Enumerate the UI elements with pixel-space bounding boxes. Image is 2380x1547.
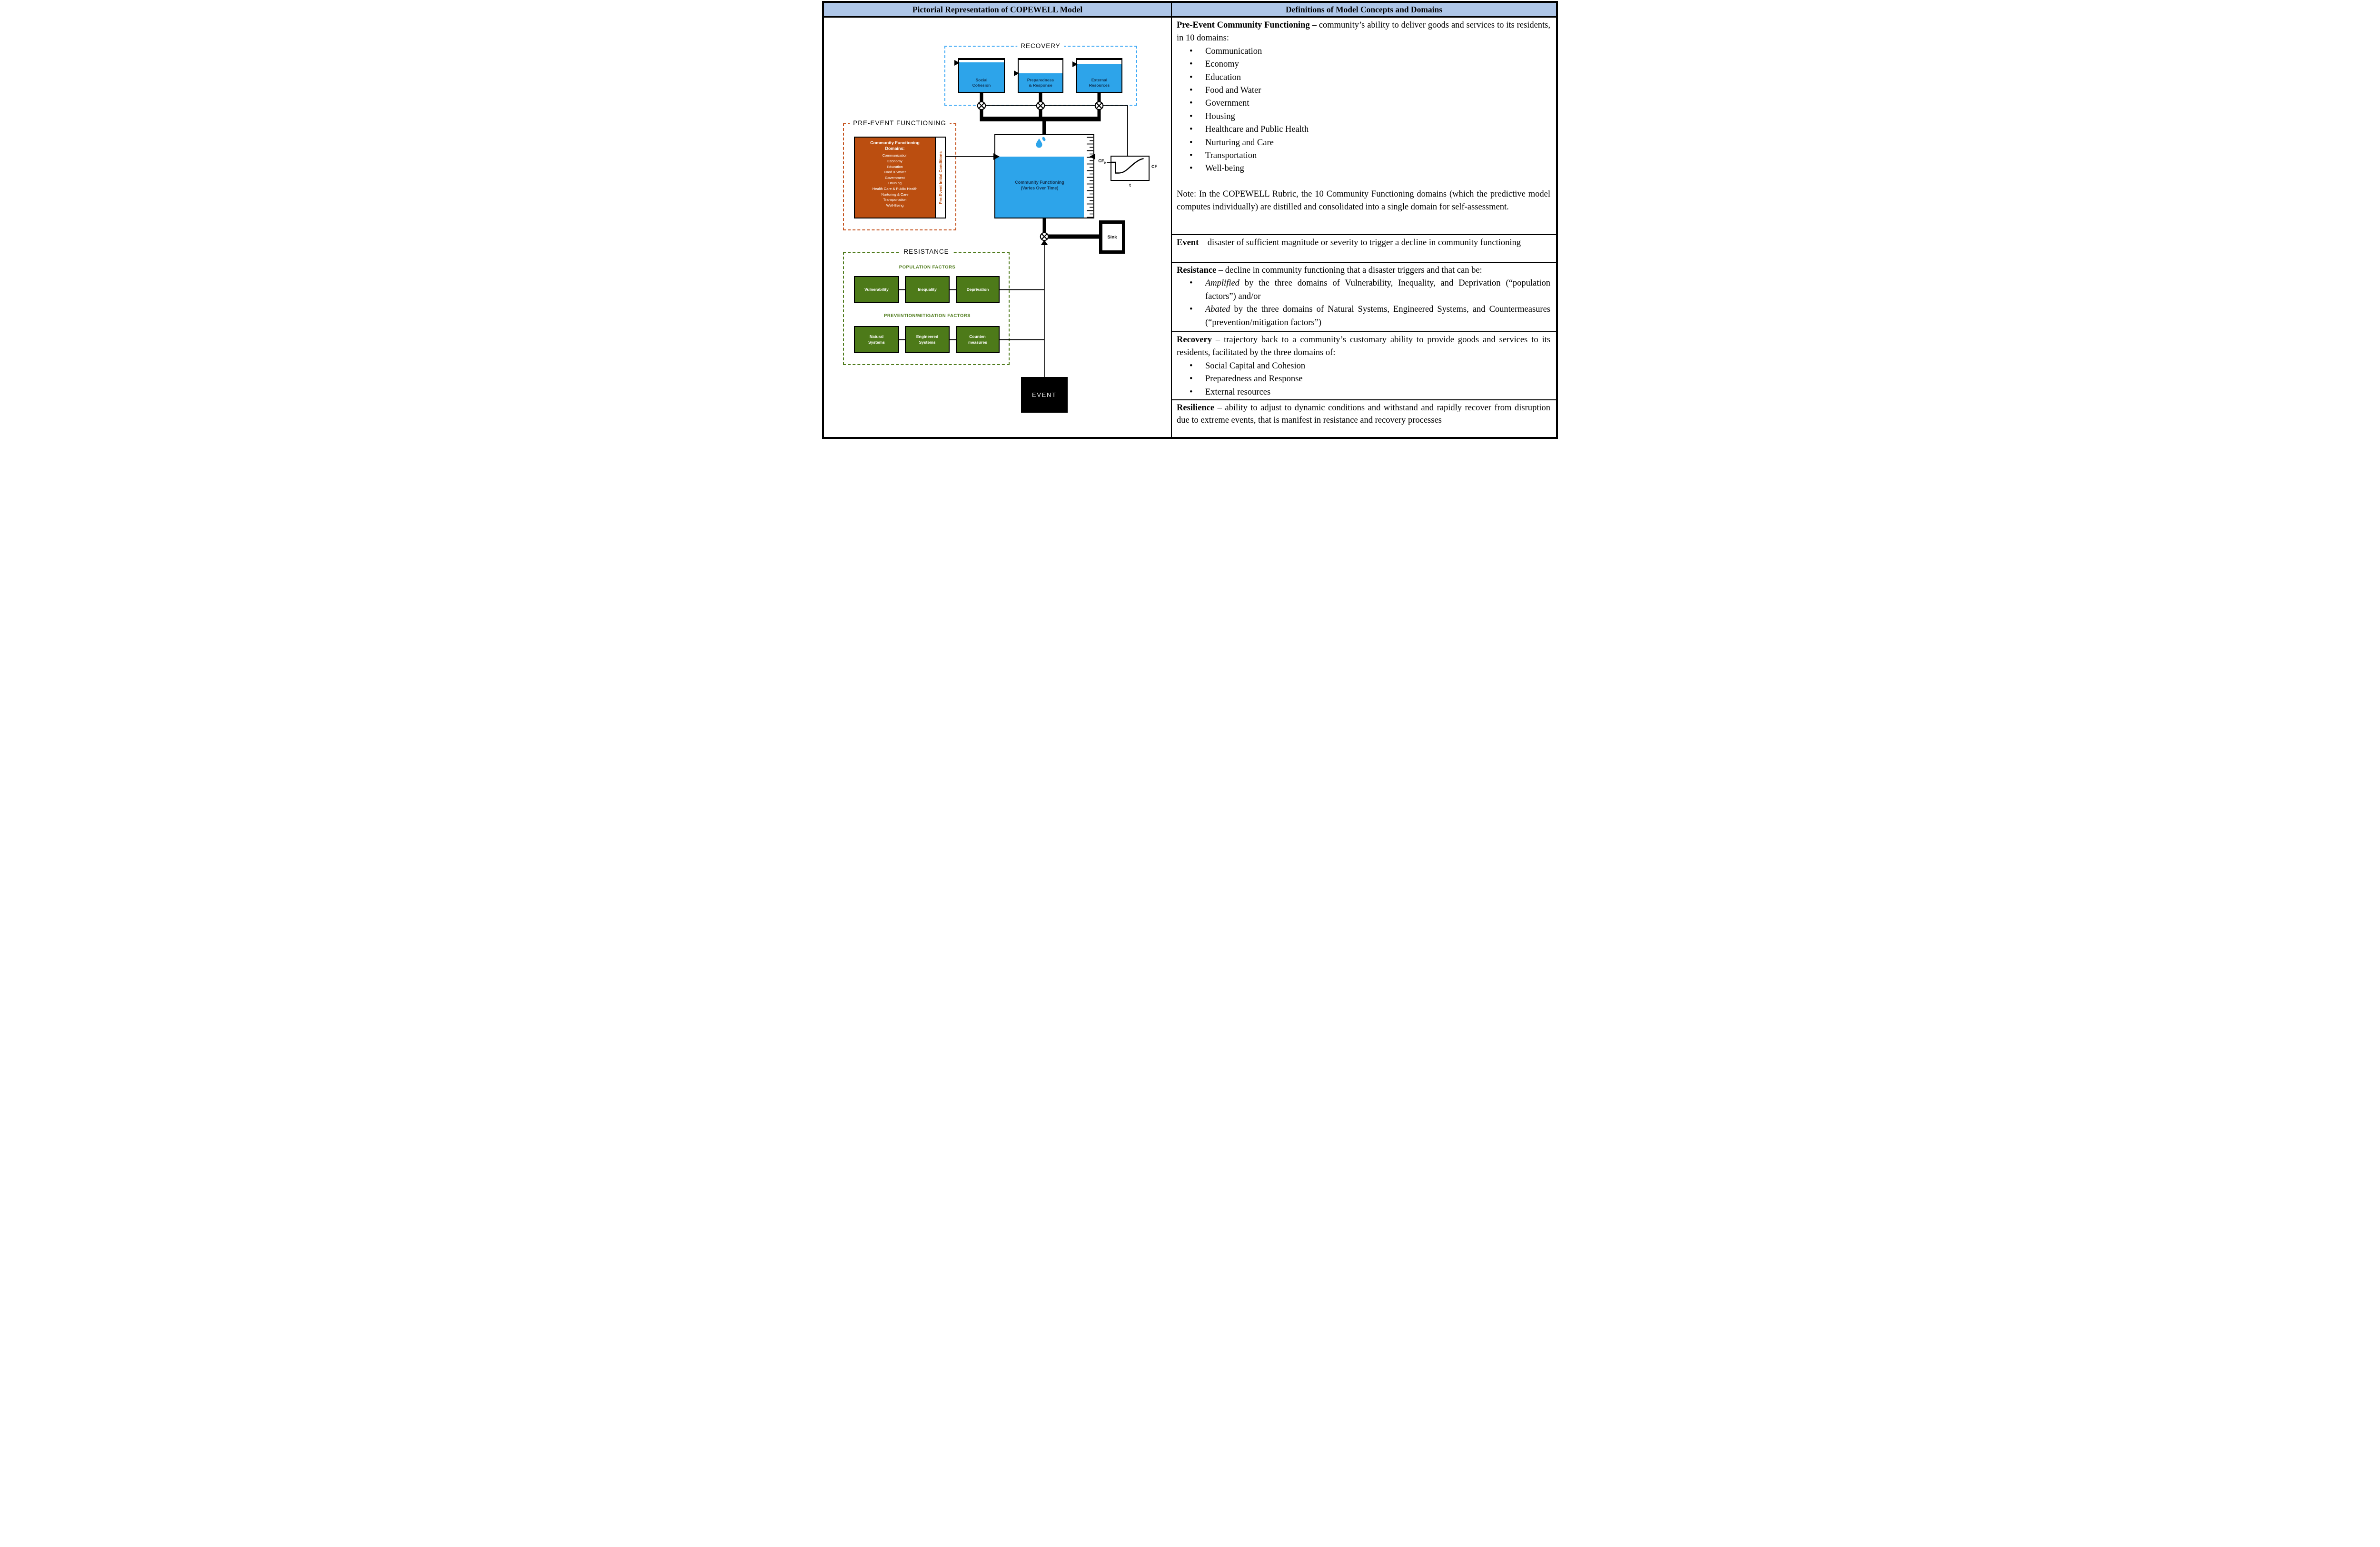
tank-label: External Resources xyxy=(1089,77,1110,88)
sink-label: Sink xyxy=(1107,234,1117,240)
event-label: EVENT xyxy=(1032,391,1057,398)
resistance-definition-text: Resistance – decline in community functi… xyxy=(1177,266,1482,275)
domain-item: Housing xyxy=(888,181,902,186)
domain-item: Transportation xyxy=(883,198,907,202)
recovery-bullet-list: Social Capital and Cohesion Preparedness… xyxy=(1177,360,1550,399)
header-left-title: Pictorial Representation of COPEWELL Mod… xyxy=(824,3,1172,16)
list-item: Abated by the three domains of Natural S… xyxy=(1177,303,1550,329)
domain-item: Education xyxy=(887,164,903,169)
domain-item: Well-Being xyxy=(886,203,904,208)
list-item: Transportation xyxy=(1177,149,1550,163)
pre-event-section-label: PRE-EVENT FUNCTIONING xyxy=(850,119,950,127)
tank-water-level xyxy=(995,156,1084,218)
box-engineered-systems: Engineered Systems xyxy=(905,326,950,353)
box-vulnerability: Vulnerability xyxy=(854,276,899,303)
community-functioning-tank: Community Functioning(Varies Over Time) xyxy=(994,134,1094,218)
cf0-axis-label: CF0 xyxy=(1098,159,1106,165)
box-inequality: Inequality xyxy=(905,276,950,303)
event-definition-text: Event – disaster of sufficient magnitude… xyxy=(1177,238,1521,248)
definition-resistance: Resistance – decline in community functi… xyxy=(1172,262,1556,331)
copewell-figure: Pictorial Representation of COPEWELL Mod… xyxy=(822,1,1558,439)
tank-drain-pipe xyxy=(1042,218,1046,233)
cf-axis-label: CF xyxy=(1151,164,1157,169)
list-item: Government xyxy=(1177,97,1550,110)
tank-social-cohesion: Social Cohesion xyxy=(958,58,1005,93)
table-header-row: Pictorial Representation of COPEWELL Mod… xyxy=(824,3,1556,18)
domain-item: Health Care & Public Health xyxy=(872,186,918,191)
recovery-definition-text: Recovery – trajectory back to a communit… xyxy=(1177,335,1550,358)
resilience-definition-text: Resilience – ability to adjust to dynami… xyxy=(1177,403,1551,425)
strip-label: Pre-Event Initial Conditions xyxy=(938,151,943,204)
box-deprivation: Deprivation xyxy=(956,276,1000,303)
list-item: Well-being xyxy=(1177,162,1550,176)
tank-label: Social Cohesion xyxy=(972,77,991,88)
recovery-section-label: RECOVERY xyxy=(1017,42,1064,50)
tank-water-level xyxy=(1019,73,1062,92)
list-item: Amplified by the three domains of Vulner… xyxy=(1177,277,1550,303)
tank-water-level xyxy=(1077,64,1121,92)
domain-item: Nurturing & Care xyxy=(881,192,909,197)
resistance-section-label: RESISTANCE xyxy=(900,248,952,255)
pre-event-definition-text: Pre-Event Community Functioning – commun… xyxy=(1177,20,1551,43)
definitions-panel: Pre-Event Community Functioning – commun… xyxy=(1172,18,1556,437)
domain-item: Communication xyxy=(882,153,908,158)
definition-resilience: Resilience – ability to adjust to dynami… xyxy=(1172,399,1556,437)
tank-label: Preparedness & Response xyxy=(1027,77,1054,88)
rubric-note: Note: In the COPEWELL Rubric, the 10 Com… xyxy=(1177,189,1550,212)
community-functioning-domains-box: Community Functioning Domains: Communica… xyxy=(854,137,936,218)
tank-preparedness-response: Preparedness & Response xyxy=(1018,58,1063,93)
domain-item: Government xyxy=(885,175,905,180)
box-countermeasures: Counter- measures xyxy=(956,326,1000,353)
resistance-bullet-list: Amplified by the three domains of Vulner… xyxy=(1177,277,1550,329)
sink-box: Sink xyxy=(1099,220,1125,254)
manifold-bar xyxy=(980,117,1101,121)
tank-label: Community Functioning(Varies Over Time) xyxy=(1015,180,1064,190)
t-axis-label: t xyxy=(1129,183,1131,188)
domain-bullet-list: Communication Economy Education Food and… xyxy=(1177,45,1550,176)
definition-recovery: Recovery – trajectory back to a communit… xyxy=(1172,331,1556,399)
model-diagram-panel: RECOVERY PRE-EVENT FUNCTIONING RESISTANC… xyxy=(824,18,1172,437)
tank-feed-pipe xyxy=(1042,121,1046,135)
tank-external-resources: External Resources xyxy=(1076,58,1122,93)
population-factors-label: POPULATION FACTORS xyxy=(897,265,958,270)
list-item: Social Capital and Cohesion xyxy=(1177,360,1550,373)
box-natural-systems: Natural Systems xyxy=(854,326,899,353)
list-item: Food and Water xyxy=(1177,84,1550,98)
header-right-title: Definitions of Model Concepts and Domain… xyxy=(1285,5,1443,14)
prevention-mitigation-factors-label: PREVENTION/MITIGATION FACTORS xyxy=(882,313,972,318)
valve-icon xyxy=(1040,232,1049,241)
list-item: Healthcare and Public Health xyxy=(1177,123,1550,137)
definition-event: Event – disaster of sufficient magnitude… xyxy=(1172,234,1556,262)
list-item: Nurturing and Care xyxy=(1177,137,1550,150)
list-item: Economy xyxy=(1177,58,1550,71)
cf-time-graph xyxy=(1111,156,1150,181)
list-item: Communication xyxy=(1177,45,1550,59)
domain-item: Economy xyxy=(887,159,902,163)
list-item: Preparedness and Response xyxy=(1177,373,1550,386)
event-up-arrow-icon xyxy=(1041,240,1048,245)
tank-water-level xyxy=(959,62,1004,92)
pre-event-initial-conditions-strip: Pre-Event Initial Conditions xyxy=(935,137,946,218)
sink-pipe xyxy=(1044,234,1099,239)
list-item: Housing xyxy=(1177,110,1550,124)
domains-box-title: Community Functioning Domains: xyxy=(870,140,920,151)
definition-pre-event: Pre-Event Community Functioning – commun… xyxy=(1172,18,1556,234)
list-item: Education xyxy=(1177,71,1550,85)
list-item: External resources xyxy=(1177,386,1550,399)
event-box: EVENT xyxy=(1021,377,1068,413)
domain-item: Food & Water xyxy=(883,170,906,175)
